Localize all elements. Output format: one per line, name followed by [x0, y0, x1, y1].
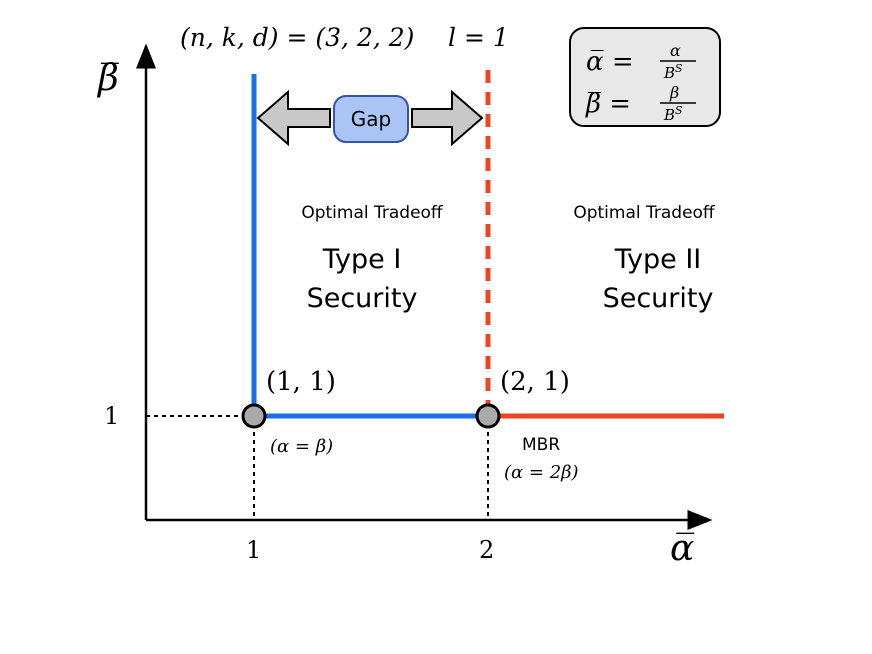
x-tick-2: 2 [479, 536, 494, 564]
point-1-1-coord: (1, 1) [266, 367, 336, 397]
y-axis-label: β̅ [96, 58, 119, 99]
definition-box: α̅ = α BS β̅ = β BS [569, 27, 721, 127]
point-1-1 [241, 403, 267, 429]
type1-caption: Optimal Tradeoff [301, 203, 444, 223]
type1-title-line2: Security [307, 283, 418, 314]
alpha-def-lhs: α̅ = [586, 47, 634, 77]
type1-title-line1: Type I [322, 244, 402, 275]
definition-box-frame [569, 27, 721, 127]
type2-caption: Optimal Tradeoff [573, 203, 716, 223]
alpha-def-numerator: α [670, 41, 681, 60]
gap-label-box [333, 95, 409, 143]
type2-title-line2: Security [603, 283, 714, 314]
x-tick-1: 1 [246, 536, 261, 564]
gap-left-arrow [256, 89, 331, 147]
point-1-1-note: (α = β) [270, 436, 333, 457]
point-2-1-coord: (2, 1) [500, 367, 570, 397]
y-tick-1: 1 [104, 402, 119, 430]
gap-right-arrow [411, 89, 484, 147]
beta-def-denominator: BS [663, 104, 683, 124]
alpha-def-denominator: BS [663, 62, 683, 82]
l-label: l = 1 [448, 23, 509, 52]
beta-def-numerator: β [669, 83, 679, 102]
x-axis-label: α̅ [670, 528, 694, 569]
params-label: (n, k, d) = (3, 2, 2) [180, 23, 414, 52]
type2-title-line1: Type II [614, 244, 702, 275]
point-2-1-note: (α = 2β) [504, 462, 579, 483]
point-2-1 [475, 403, 501, 429]
gap-label: Gap [351, 107, 391, 131]
gap-indicator: Gap [256, 89, 484, 147]
point-2-1-tag: MBR [522, 435, 560, 455]
beta-def-lhs: β̅ = [585, 89, 631, 119]
